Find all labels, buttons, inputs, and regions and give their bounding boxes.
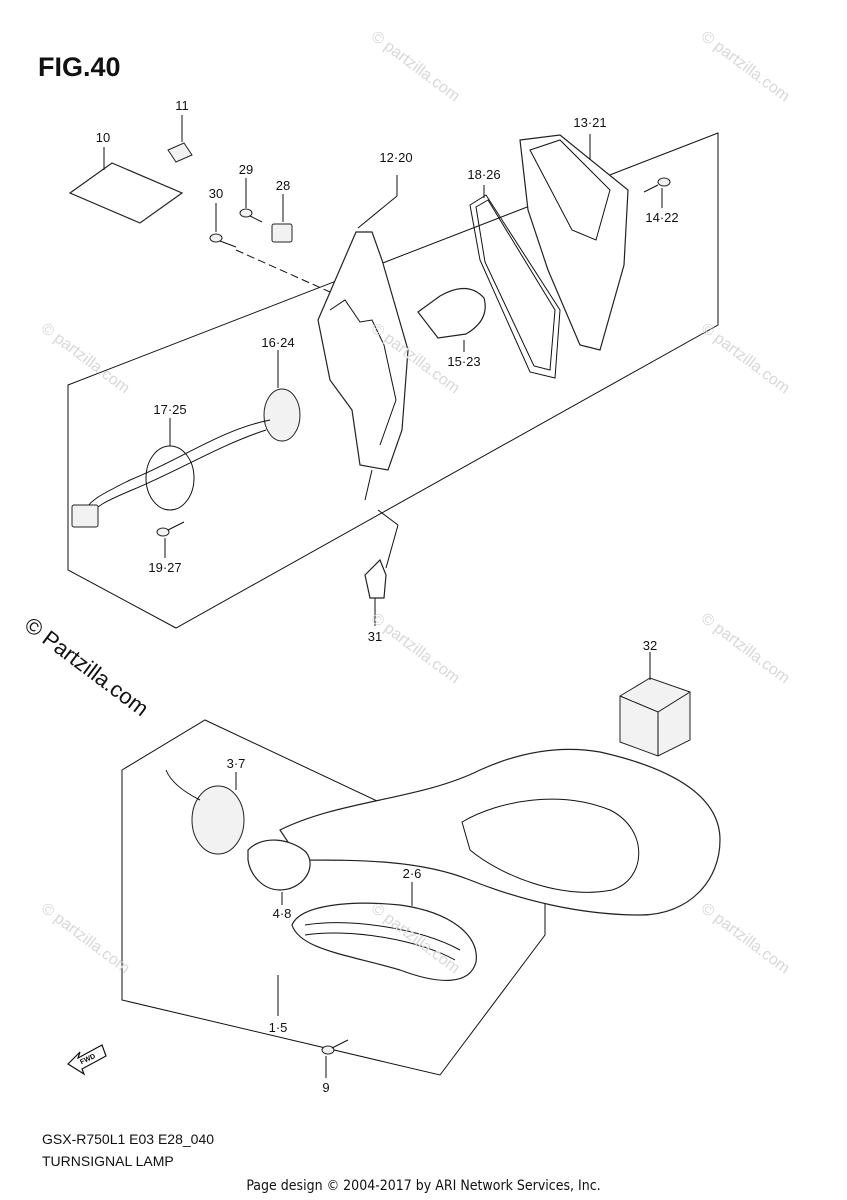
part-29-screw — [239, 178, 263, 223]
part-14-screw — [643, 177, 671, 208]
part-32-relay — [619, 652, 691, 757]
callout-p19: 19·27 — [148, 560, 181, 575]
part-4-bulb — [247, 839, 311, 905]
part-16-socket — [263, 350, 301, 442]
fwd-arrow-icon: FWD — [67, 1044, 107, 1076]
part-31-bracket — [364, 509, 399, 626]
figure-title: FIG.40 — [38, 52, 121, 82]
callout-p10: 10 — [96, 130, 110, 145]
callout-p14: 14·22 — [645, 210, 678, 225]
part-15-bulb — [417, 287, 486, 352]
callout-p16: 16·24 — [261, 335, 294, 350]
section-name: TURNSIGNAL LAMP — [42, 1153, 174, 1169]
callout-p29: 29 — [239, 162, 253, 177]
footer-credit: Page design © 2004-2017 by ARI Network S… — [246, 1178, 601, 1194]
part-13-lens — [519, 134, 629, 351]
part-30-screw — [209, 203, 331, 293]
callout-labels: 10 11 29 28 30 12·20 18·26 13·21 14·22 16·24 15·23… — [96, 98, 679, 1095]
part-17-harness — [71, 418, 271, 528]
callout-p12: 12·20 — [379, 150, 412, 165]
callout-p3: 3·7 — [227, 756, 246, 771]
part-10-sheet — [68, 147, 184, 224]
part-3-socket — [165, 769, 245, 855]
callout-p17: 17·25 — [153, 402, 186, 417]
part-12-housing — [317, 175, 409, 501]
part-11-clip — [167, 115, 193, 163]
callout-p2: 2·6 — [403, 866, 422, 881]
callout-p31: 31 — [368, 629, 382, 644]
part-19-screw — [156, 521, 185, 558]
callout-p11: 11 — [175, 98, 189, 113]
part-9-screw — [321, 1039, 349, 1078]
mirror-housing — [279, 748, 721, 916]
model-code: GSX-R750L1 E03 E28_040 — [42, 1131, 215, 1147]
callout-p18: 18·26 — [467, 167, 500, 182]
callout-p4: 4·8 — [273, 906, 292, 921]
part-28-nut — [271, 194, 293, 243]
callout-p1: 1·5 — [269, 1020, 288, 1035]
callout-p9: 9 — [322, 1080, 329, 1095]
callout-p32: 32 — [643, 638, 657, 653]
callout-p28: 28 — [276, 178, 290, 193]
callout-p13: 13·21 — [573, 115, 606, 130]
part-18-gasket — [469, 185, 561, 379]
callout-p30: 30 — [209, 186, 223, 201]
lower-assembly-frame — [121, 719, 546, 1076]
part-2-lens — [291, 882, 477, 981]
callout-p15: 15·23 — [447, 354, 480, 369]
